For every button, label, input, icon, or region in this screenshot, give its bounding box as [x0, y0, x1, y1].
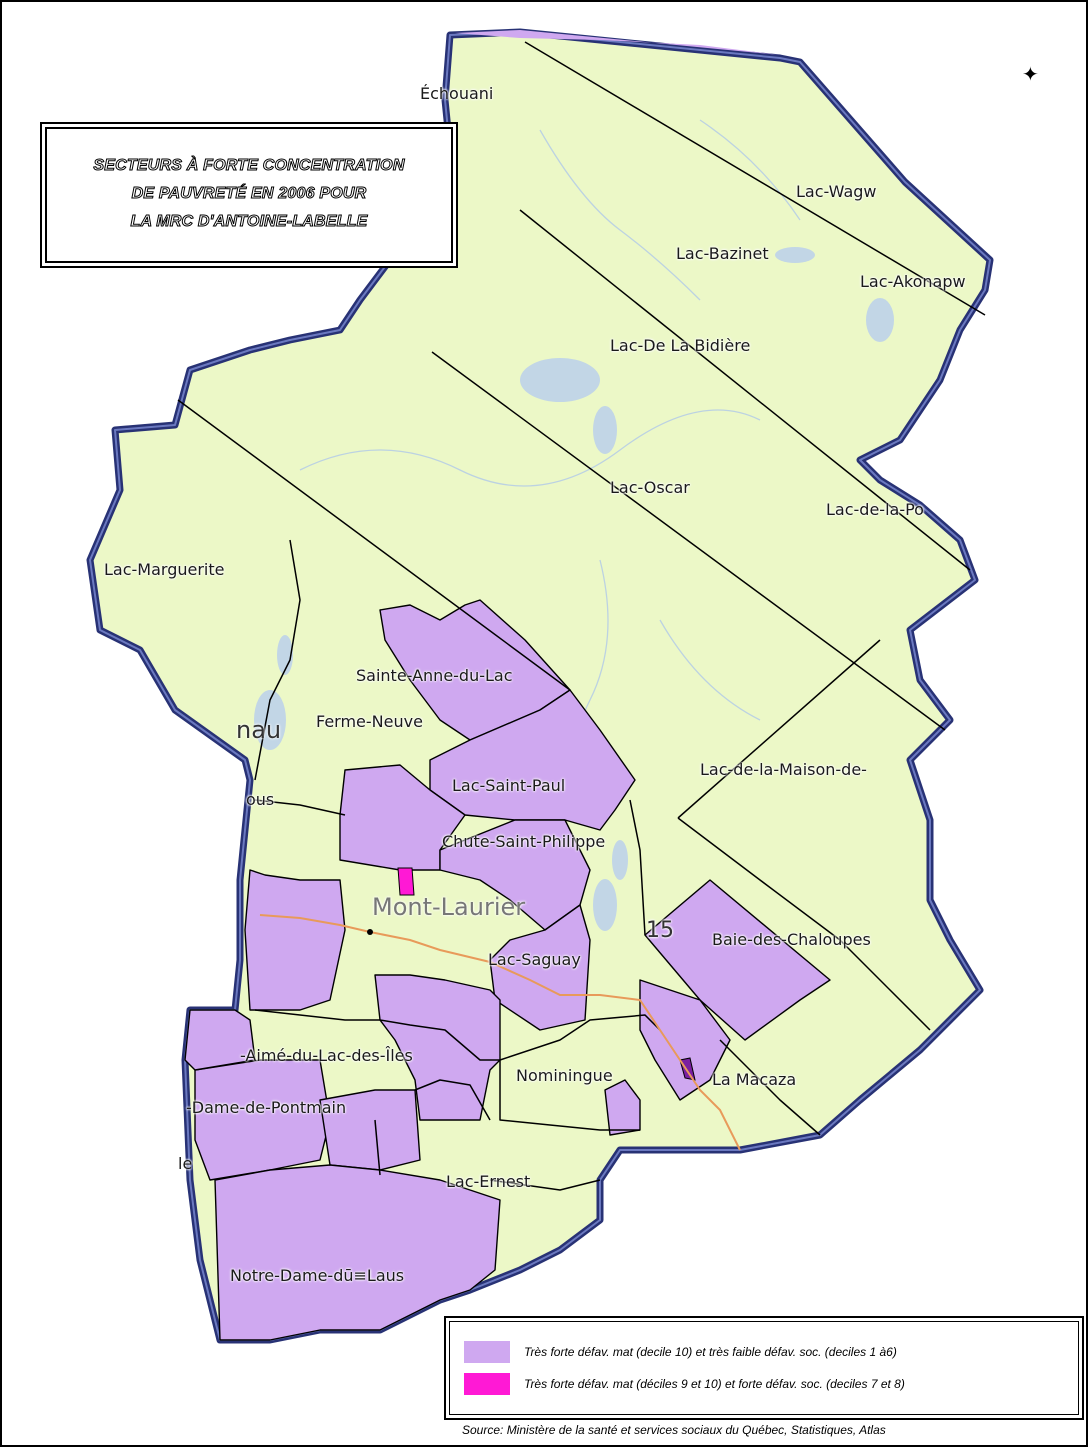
label-mont-laurier: Mont-Laurier: [372, 893, 526, 921]
legend-box: Très forte défav. mat (decile 10) et trè…: [444, 1316, 1084, 1420]
legend-item: Très forte défav. mat (déciles 9 et 10) …: [464, 1372, 905, 1396]
municipal-boundaries: [177, 41, 986, 1191]
label-fragment-nau: nau: [236, 716, 282, 744]
label-ferme-neuve: Ferme-Neuve: [316, 712, 423, 731]
zone-aime-du-lac: [374, 974, 501, 1121]
zone-nominingue-east: [604, 1079, 641, 1136]
label-lac-oscar: Lac-Oscar: [610, 478, 690, 497]
zone-notre-dame-du-laus: [214, 1164, 501, 1341]
label-fragment-le: le: [178, 1154, 193, 1173]
label-lac-de-la-bidiere: Lac-De La Bidière: [610, 336, 751, 355]
label-lac-saint-paul: Lac-Saint-Paul: [452, 776, 566, 795]
label-lac-saguay: Lac-Saguay: [488, 950, 581, 969]
label-chute-saint-philippe: Chute-Saint-Philippe: [442, 832, 606, 851]
map-title-line-1: SECTEURS À FORTE CONCENTRATION: [93, 157, 405, 175]
legend-text-very-high: Très forte défav. mat (déciles 9 et 10) …: [524, 1377, 905, 1391]
mont-laurier-dot: [367, 929, 373, 935]
map-title-box: SECTEURS À FORTE CONCENTRATION DE PAUVRE…: [40, 122, 458, 268]
zone-dame-de-pontmain: [194, 1059, 331, 1181]
mrc-territory-inner: [89, 31, 991, 1341]
zone-la-macaza-south: [639, 979, 731, 1101]
zone-mont-laurier-center: [397, 867, 415, 896]
label-sainte-anne-du-lac: Sainte-Anne-du-Lac: [356, 666, 513, 685]
source-note: Source: Ministère de la santé et service…: [462, 1423, 886, 1437]
label-route-15: 15: [646, 918, 674, 943]
poverty-zones: [184, 599, 831, 1341]
map-title-line-3: LA MRC D'ANTOINE-LABELLE: [130, 213, 368, 231]
label-echouani: Échouani: [420, 84, 494, 103]
zone-chute-west: [339, 764, 466, 871]
label-la-macaza: La Macaza: [712, 1070, 797, 1089]
label-lac-bazinet: Lac-Bazinet: [676, 244, 769, 263]
label-lac-de-la-po: Lac-de-la-Po: [826, 500, 924, 519]
label-aime-du-lac-des-iles: -Aimé-du-Lac-des-Îles: [240, 1046, 413, 1065]
label-dame-de-pontmain: -Dame-de-Pontmain: [186, 1098, 347, 1117]
zone-lac-saguay: [489, 904, 591, 1031]
highway-15: [259, 914, 741, 1151]
label-nominingue: Nominingue: [516, 1066, 613, 1085]
label-notre-dame-du-laus: Notre-Dame-dū≡Laus: [230, 1266, 405, 1285]
legend-item: Très forte défav. mat (decile 10) et trè…: [464, 1340, 897, 1364]
compass-star-icon: ✦: [1022, 62, 1039, 86]
label-lac-wagw: Lac-Wagw: [796, 182, 877, 201]
label-lac-de-la-maison-de: Lac-de-la-Maison-de-: [700, 760, 867, 779]
zone-top-sliver: [455, 30, 780, 55]
legend-text-high: Très forte défav. mat (decile 10) et trè…: [524, 1345, 897, 1359]
label-lac-marguerite: Lac-Marguerite: [104, 560, 225, 579]
label-baie-des-chaloupes: Baie-des-Chaloupes: [712, 930, 871, 949]
label-lac-ernest: Lac-Ernest: [446, 1172, 531, 1191]
label-fragment-ous: ous: [246, 790, 275, 809]
label-lac-akonapw: Lac-Akonapw: [860, 272, 966, 291]
zone-west-strip: [244, 869, 346, 1011]
zone-west-lower: [184, 1009, 256, 1071]
zone-la-macaza-sliver: [679, 1057, 696, 1081]
legend-swatch-high: [464, 1341, 510, 1363]
legend-swatch-very-high: [464, 1373, 510, 1395]
map-title-line-2: DE PAUVRETÉ EN 2006 POUR: [131, 185, 367, 203]
